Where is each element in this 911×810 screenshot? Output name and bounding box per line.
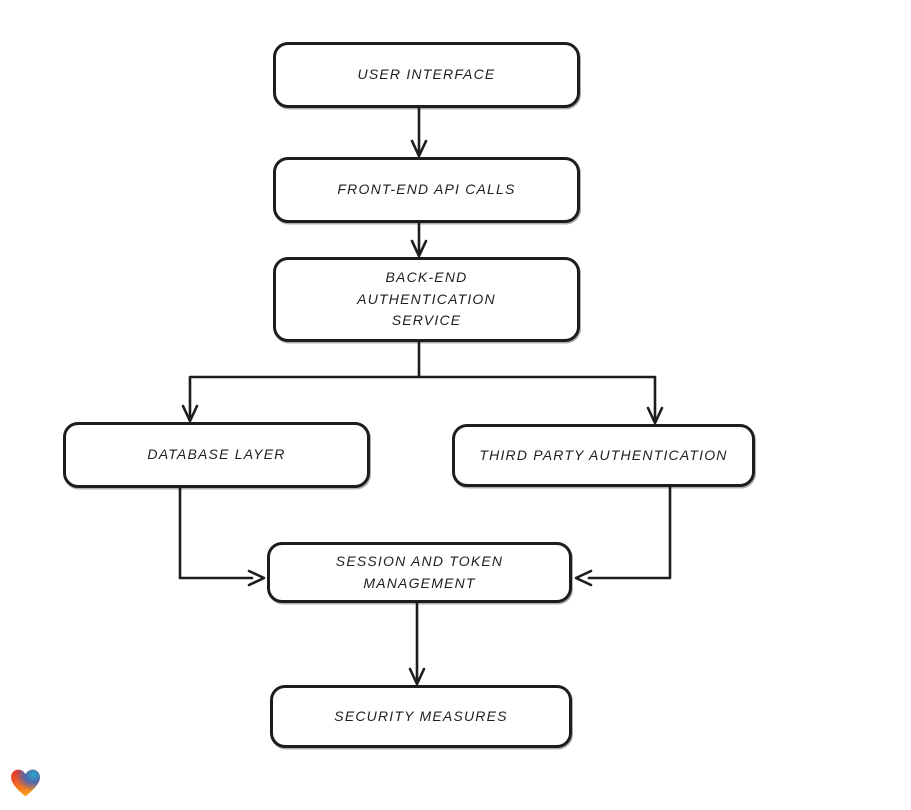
edge-session-to-security (408, 601, 426, 686)
node-label: SESSION AND TOKEN MANAGEMENT (335, 552, 504, 591)
edge-thirdparty-to-session (574, 485, 672, 587)
node-frontend-api-calls[interactable]: FRONT-END API CALLS (273, 157, 580, 223)
node-label: USER INTERFACE (357, 66, 496, 83)
node-third-party-authentication[interactable]: THIRD PARTY AUTHENTICATION (452, 424, 755, 487)
node-session-and-token-management[interactable]: SESSION AND TOKEN MANAGEMENT (267, 542, 572, 603)
node-label: DATABASE LAYER (147, 446, 286, 463)
node-database-layer[interactable]: DATABASE LAYER (63, 422, 370, 488)
arrowhead-down-icon (408, 667, 426, 686)
node-label: SECURITY MEASURES (334, 707, 508, 724)
arrowhead-right-icon (247, 569, 266, 587)
edge-frontend-api-to-backend-auth (410, 221, 428, 258)
node-label: BACK-END AUTHENTICATION SERVICE (357, 268, 496, 329)
arrowhead-down-icon (181, 404, 199, 423)
brand-logo[interactable] (9, 766, 42, 801)
node-label: FRONT-END API CALLS (337, 181, 516, 198)
arrowhead-left-icon (574, 569, 593, 587)
node-user-interface[interactable]: USER INTERFACE (273, 42, 580, 108)
arrowhead-down-icon (646, 406, 664, 425)
heart-icon (11, 769, 40, 797)
edge-user-interface-to-frontend-api (410, 106, 428, 158)
edge-backend-auth-branch (181, 340, 664, 425)
arrowhead-down-icon (410, 239, 428, 258)
node-security-measures[interactable]: SECURITY MEASURES (270, 685, 572, 748)
node-label: THIRD PARTY AUTHENTICATION (479, 446, 728, 463)
arrowhead-down-icon (410, 139, 428, 158)
edge-database-to-session (178, 486, 266, 587)
node-backend-authentication-service[interactable]: BACK-END AUTHENTICATION SERVICE (273, 257, 580, 342)
